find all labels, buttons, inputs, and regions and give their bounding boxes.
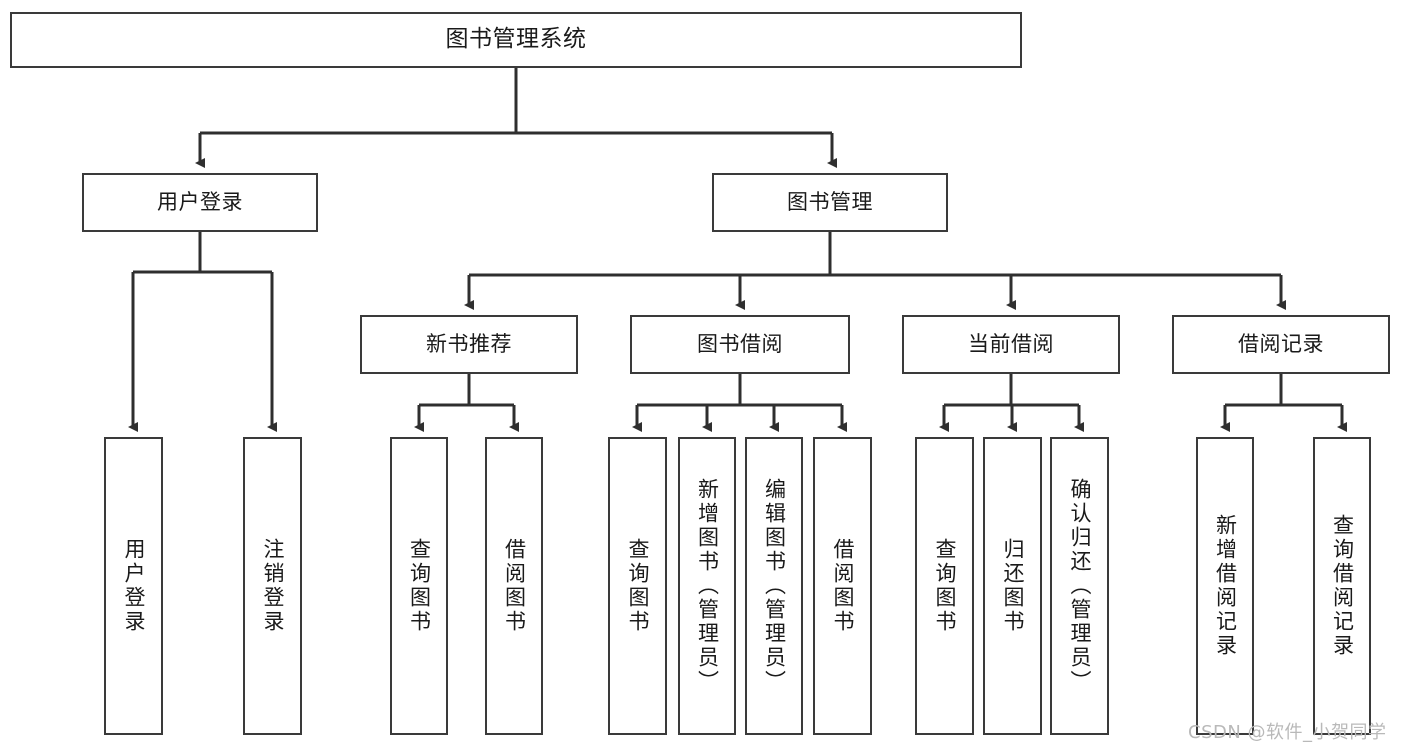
node-leaf-add-book-label: 新增图书（管理员） (695, 478, 720, 694)
node-leaf-confirm-return-label: 确认归还（管理员） (1068, 478, 1092, 694)
node-book-borrow-label: 图书借阅 (697, 331, 783, 356)
node-leaf-query-loan-record-label: 查询借阅记录 (1330, 514, 1355, 658)
node-leaf-query-book-2[interactable]: 查询图书 (608, 437, 667, 735)
node-book-borrow[interactable]: 图书借阅 (630, 315, 850, 374)
node-book-manage[interactable]: 图书管理 (712, 173, 948, 232)
node-leaf-query-book-3-label: 查询图书 (933, 538, 957, 634)
node-leaf-borrow-book-2[interactable]: 借阅图书 (813, 437, 872, 735)
node-leaf-query-book-2-label: 查询图书 (626, 538, 650, 634)
node-leaf-user-logout-label: 注销登录 (261, 538, 285, 634)
node-leaf-borrow-book-1[interactable]: 借阅图书 (485, 437, 543, 735)
node-leaf-add-loan-record-label: 新增借阅记录 (1213, 514, 1238, 658)
node-leaf-user-login-label: 用户登录 (122, 538, 146, 634)
node-root-label: 图书管理系统 (445, 26, 587, 53)
node-new-book-rec[interactable]: 新书推荐 (360, 315, 578, 374)
node-new-book-rec-label: 新书推荐 (426, 331, 512, 356)
node-loan-record-label: 借阅记录 (1238, 331, 1324, 356)
node-root[interactable]: 图书管理系统 (10, 12, 1022, 68)
node-book-manage-label: 图书管理 (787, 189, 873, 214)
node-leaf-user-login[interactable]: 用户登录 (104, 437, 163, 735)
node-loan-record[interactable]: 借阅记录 (1172, 315, 1390, 374)
node-leaf-return-book-label: 归还图书 (1001, 538, 1025, 634)
node-leaf-borrow-book-2-label: 借阅图书 (831, 538, 855, 634)
node-leaf-edit-book-label: 编辑图书（管理员） (762, 478, 787, 694)
node-leaf-return-book[interactable]: 归还图书 (983, 437, 1042, 735)
watermark: CSDN @软件_小贺同学 (1188, 722, 1387, 743)
node-leaf-add-book[interactable]: 新增图书（管理员） (678, 437, 736, 735)
node-current-loan[interactable]: 当前借阅 (902, 315, 1120, 374)
node-leaf-confirm-return[interactable]: 确认归还（管理员） (1050, 437, 1109, 735)
node-leaf-query-book-3[interactable]: 查询图书 (915, 437, 974, 735)
node-leaf-add-loan-record[interactable]: 新增借阅记录 (1196, 437, 1254, 735)
node-current-loan-label: 当前借阅 (968, 331, 1054, 356)
node-leaf-user-logout[interactable]: 注销登录 (243, 437, 302, 735)
node-user-login-label: 用户登录 (157, 189, 243, 214)
node-leaf-borrow-book-1-label: 借阅图书 (502, 538, 527, 634)
node-leaf-edit-book[interactable]: 编辑图书（管理员） (745, 437, 803, 735)
node-leaf-query-book-1[interactable]: 查询图书 (390, 437, 448, 735)
node-user-login[interactable]: 用户登录 (82, 173, 318, 232)
node-leaf-query-book-1-label: 查询图书 (407, 538, 432, 634)
node-leaf-query-loan-record[interactable]: 查询借阅记录 (1313, 437, 1371, 735)
